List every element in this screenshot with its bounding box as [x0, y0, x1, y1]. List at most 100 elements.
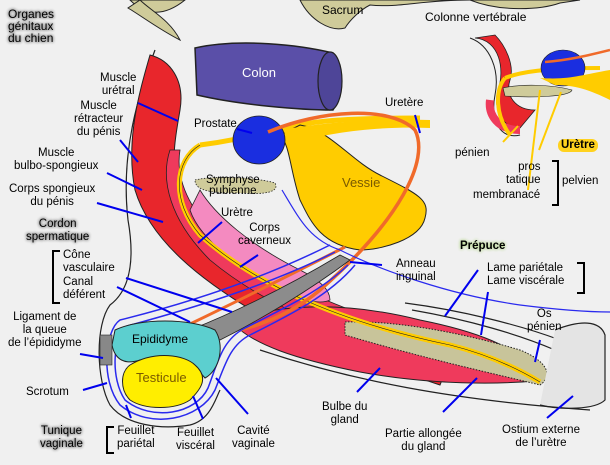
text-line: Cavité	[237, 425, 270, 437]
title-line-2: génitaux	[8, 19, 54, 33]
text-line: Feuillet	[176, 427, 215, 439]
arrow-uretre	[197, 221, 223, 244]
pubic-symphysis	[194, 177, 277, 194]
arrow-muscle-retracteur	[137, 102, 179, 122]
label-scrotum: Scrotum	[26, 386, 69, 398]
text-line: viscéral	[176, 440, 215, 452]
title-line-1: Organes	[8, 7, 55, 21]
text-line: Partie allongée	[385, 428, 462, 440]
text-line: Ostium externe	[502, 424, 580, 436]
label-inset-prostatique: pros tatique	[506, 161, 541, 187]
text-line: bulbo-spongieux	[14, 160, 99, 172]
label-corps-spongieux: Corps spongieux du pénis	[9, 183, 95, 209]
label-os-penien: Os pénien	[527, 308, 562, 334]
arrow-anneau	[349, 261, 383, 266]
arrow-lame-parietale	[444, 269, 479, 317]
arrow-feuillet-visceral	[192, 395, 204, 420]
text-line: du gland	[401, 441, 446, 453]
inset-pelvien-bracket	[552, 160, 559, 206]
arrow-corps-spongieux	[96, 202, 164, 223]
text-line: Muscle	[80, 100, 117, 112]
text-line: Corps spongieux	[9, 183, 96, 195]
label-lame-viscerale: Lame viscérale	[487, 275, 565, 287]
label-cavite-vaginale: Cavité vaginale	[232, 425, 275, 451]
ureter	[239, 111, 421, 332]
text-line: spermatique	[26, 231, 90, 243]
text-line: Anneau	[396, 258, 436, 270]
label-muscle-retracteur: Muscle rétracteur du pénis	[74, 100, 123, 139]
arrow-feuillet-parietal	[125, 404, 132, 419]
text-line: urétral	[101, 85, 135, 97]
arrow-scrotum	[82, 382, 108, 391]
text-line: Cône	[63, 249, 91, 261]
text-line: pubienne	[209, 185, 257, 197]
label-lame-parietale: Lame pariétale	[487, 262, 564, 274]
text-line: pénien	[527, 321, 562, 333]
arrow-corps-caverneux	[239, 254, 259, 268]
label-inset-penien: pénien	[455, 147, 490, 159]
prepuce-bracket	[577, 262, 585, 294]
arrow-lame-viscerale	[480, 291, 489, 336]
label-corps-caverneux: Corps caverneux	[238, 222, 291, 248]
inset-urethra	[469, 34, 610, 191]
label-prepuce: Prépuce	[460, 240, 506, 252]
text-line: déférent	[63, 289, 106, 301]
text-line: gland	[330, 414, 359, 426]
label-colon: Colon	[242, 65, 276, 80]
arrow-ligament	[79, 353, 104, 359]
prostate	[232, 115, 286, 165]
text-line: inguinal	[396, 271, 436, 283]
text-line: Symphyse	[206, 174, 260, 186]
label-epididyme: Epididyme	[132, 332, 189, 346]
colonne-bone	[469, 0, 581, 10]
label-uretere: Uretère	[385, 97, 424, 109]
tunica-visceral	[114, 251, 349, 414]
text-line: rétracteur	[74, 113, 124, 125]
arrow-canal	[116, 286, 191, 323]
text-line: du pénis	[30, 196, 74, 208]
arrow-partie	[442, 377, 478, 413]
label-sacrum: Sacrum	[322, 3, 364, 17]
label-inset-uretre: Urètre	[558, 139, 598, 152]
label-tunique-vaginale: Tunique vaginale	[40, 425, 83, 451]
ligament-epididymis	[99, 334, 113, 366]
label-partie-allongee: Partie allongée du gland	[385, 428, 462, 454]
label-cordon-spermatique: Cordon spermatique	[26, 218, 89, 244]
text-line: Tunique	[40, 425, 82, 437]
vascular-cone	[188, 254, 351, 341]
text-line: du pénis	[76, 126, 121, 138]
text-line: Muscle	[37, 147, 75, 159]
arrow-prostate	[236, 128, 253, 134]
arrow-os-penien	[534, 339, 541, 363]
pelvis-bone	[127, 0, 182, 42]
text-line: Feuillet	[117, 425, 155, 437]
colon-end	[317, 51, 343, 111]
label-testicule: Testicule	[136, 370, 187, 385]
text-line: caverneux	[238, 235, 292, 247]
text-line: la queue	[22, 324, 67, 336]
label-vessie: Vessie	[342, 175, 381, 190]
label-anneau-inguinal: Anneau inguinal	[396, 258, 436, 284]
label-prostate: Prostate	[194, 118, 237, 130]
text-line: de l’urètre	[515, 437, 567, 449]
label-colonne-vertebrale: Colonne vertébrale	[425, 10, 527, 24]
arrow-bulbo	[106, 172, 143, 191]
label-bulbe-du-gland: Bulbe du gland	[322, 401, 367, 427]
label-symphyse-pubienne: Symphyse pubienne	[206, 174, 260, 197]
arrow-muscle-retracteur-2	[119, 139, 139, 163]
text-line: de l’épididyme	[8, 337, 82, 349]
text-line: Bulbe du	[322, 401, 368, 413]
title-line-3: du chien	[8, 31, 54, 45]
pointer-arrows	[79, 102, 574, 420]
tunica-parietal	[106, 244, 356, 420]
text-line: Cordon	[38, 218, 77, 230]
text-line: pariétal	[117, 438, 155, 450]
body-outline	[98, 49, 221, 428]
label-ligament-queue-epididyme: Ligament de la queue de l’épididyme	[8, 311, 82, 350]
label-ostium-externe: Ostium externe de l’urètre	[502, 424, 580, 450]
text-line: vaginale	[40, 438, 83, 450]
label-feuillet-parietal: Feuillet pariétal	[117, 425, 155, 451]
text-line: pros	[518, 161, 541, 173]
arrow-ostium	[546, 395, 574, 419]
